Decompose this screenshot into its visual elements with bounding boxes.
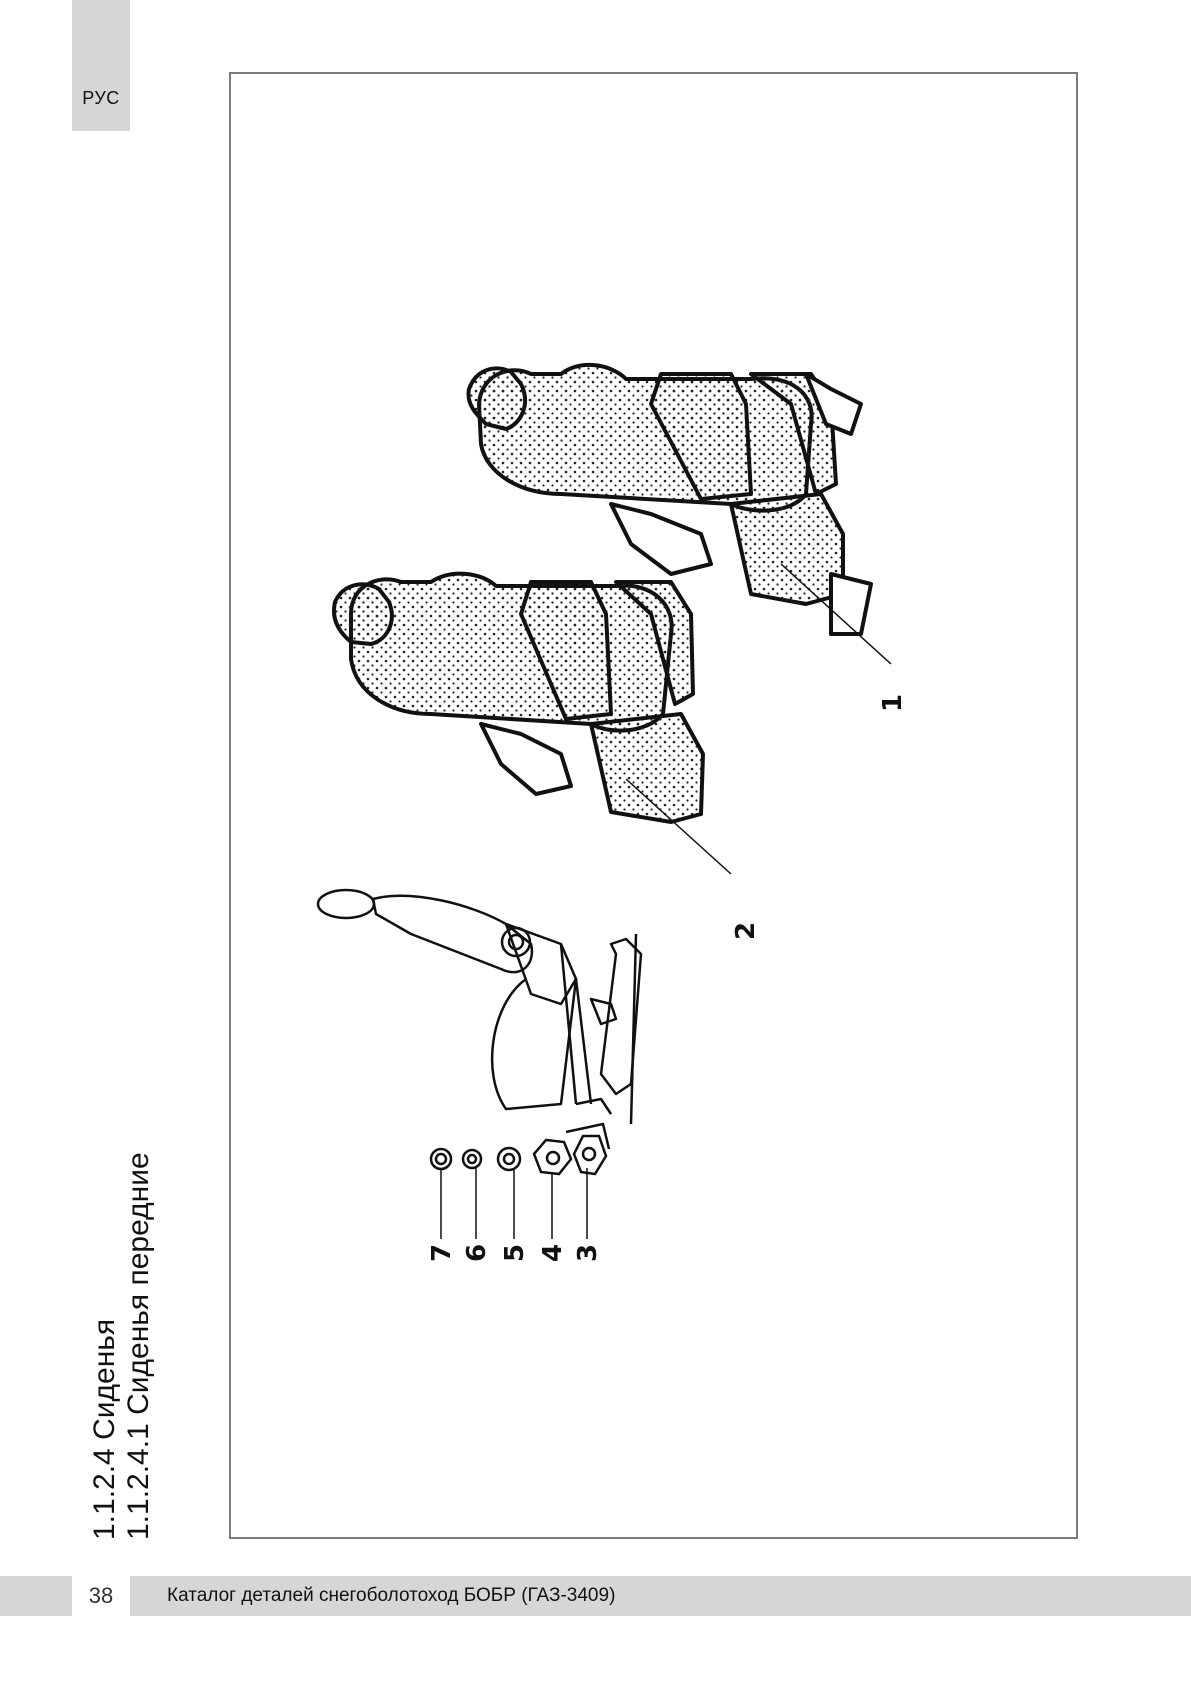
callout-4: 4	[538, 1244, 568, 1262]
page-number: 38	[72, 1576, 130, 1616]
seats-exploded-drawing: 1 2 3 4 5 6 7	[316, 362, 908, 1262]
section-title-sub: 1.1.2.4.1 Сиденья передние	[122, 1152, 155, 1540]
callout-2: 2	[731, 922, 761, 940]
part-4-nut	[532, 1138, 573, 1176]
footer-bar	[0, 1576, 1191, 1616]
part-5-washer	[496, 1146, 522, 1172]
language-tab-label: РУС	[82, 88, 120, 108]
leader-2	[625, 778, 732, 875]
callout-6: 6	[462, 1244, 492, 1262]
section-title-main: 1.1.2.4 Сиденья	[88, 1318, 121, 1540]
callout-1: 1	[878, 694, 908, 712]
leader-lines	[440, 563, 892, 1239]
seat-1-drawing	[466, 362, 873, 636]
seat-2-drawing	[332, 571, 705, 824]
part-7-nut	[429, 1147, 453, 1171]
part-6-washer	[461, 1148, 483, 1170]
figure-frame: 1 2 3 4 5 6 7	[229, 72, 1078, 1539]
hardware-parts	[429, 1134, 608, 1176]
language-tab[interactable]: РУС	[72, 0, 130, 131]
callout-7: 7	[427, 1244, 457, 1262]
seat-side-view	[316, 888, 643, 1150]
callout-5: 5	[500, 1244, 530, 1262]
section-titles: 1.1.2.4 Сиденья 1.1.2.4.1 Сиденья передн…	[88, 1152, 164, 1540]
part-3-nut	[572, 1134, 608, 1176]
callout-3: 3	[573, 1244, 603, 1262]
leader-1	[780, 563, 892, 665]
catalog-title: Каталог деталей снегоболотоход БОБР (ГАЗ…	[167, 1585, 616, 1606]
